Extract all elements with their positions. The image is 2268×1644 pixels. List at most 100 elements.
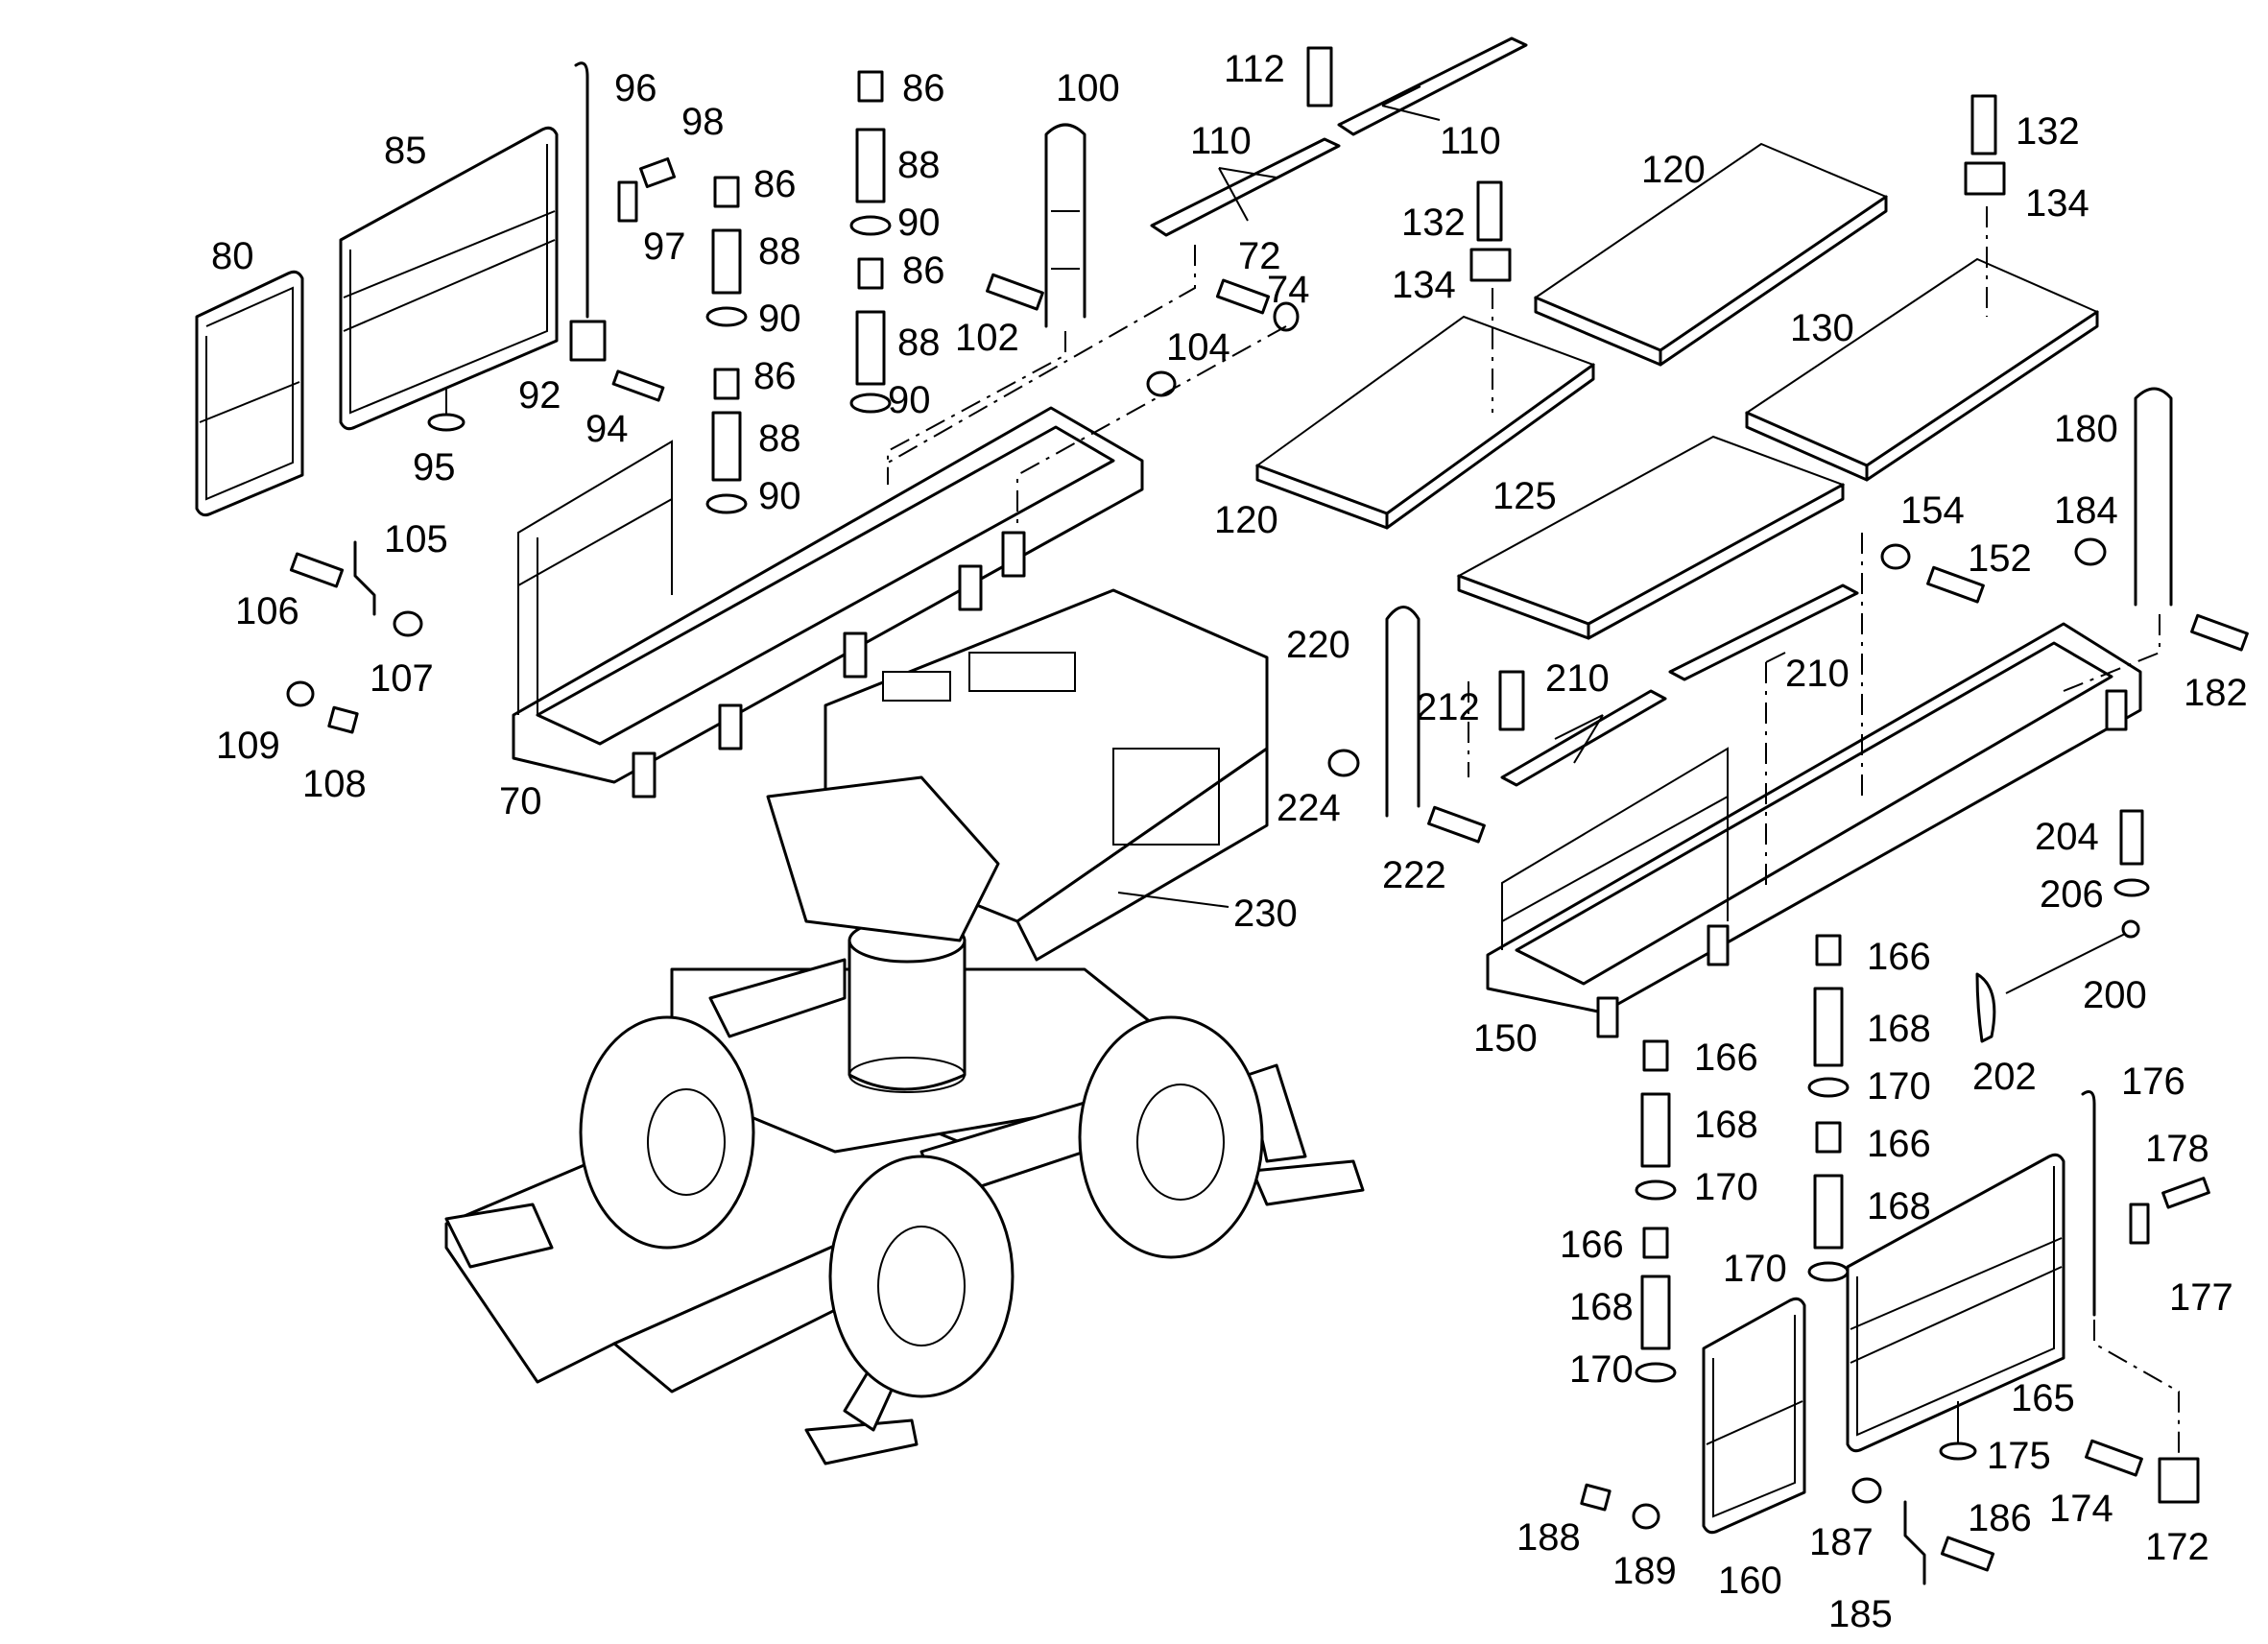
grating-120-upper xyxy=(1533,142,1889,367)
hardware-group-100-104 xyxy=(986,123,1300,397)
callout-125: 125 xyxy=(1492,475,1557,517)
callout-120: 120 xyxy=(1641,149,1706,191)
callout-177: 177 xyxy=(2169,1276,2233,1319)
callout-212: 212 xyxy=(1416,686,1480,728)
railing-160 xyxy=(1702,1297,1806,1535)
callout-180: 180 xyxy=(2054,408,2118,450)
callout-88: 88 xyxy=(897,144,941,186)
slewing-column xyxy=(848,917,967,1093)
callout-166: 166 xyxy=(1694,1036,1758,1079)
callout-labels: 70 72 74 80 85 86 88 90 86 88 90 86 88 9… xyxy=(211,48,2248,1635)
callout-72: 72 xyxy=(1238,235,1281,277)
callout-172: 172 xyxy=(2145,1526,2209,1568)
callout-90: 90 xyxy=(758,298,801,340)
callout-186: 186 xyxy=(1968,1497,2032,1539)
callout-184: 184 xyxy=(2054,489,2118,532)
callout-154: 154 xyxy=(1900,489,1965,532)
callout-74: 74 xyxy=(1267,269,1310,311)
hardware-group-185-189 xyxy=(1580,1477,1995,1585)
hardware-group-105-109 xyxy=(286,540,423,734)
platform-150 xyxy=(1486,622,2142,1038)
callout-188: 188 xyxy=(1516,1516,1581,1559)
callout-170: 170 xyxy=(1694,1166,1758,1208)
callout-204: 204 xyxy=(2035,816,2099,858)
callout-230: 230 xyxy=(1233,893,1298,935)
alignment-lines xyxy=(882,206,2180,1459)
callout-222: 222 xyxy=(1382,854,1446,896)
railing-165 xyxy=(1846,1153,2065,1461)
callout-88: 88 xyxy=(897,322,941,364)
grating-130 xyxy=(1744,257,2100,482)
callout-134: 134 xyxy=(2025,182,2089,225)
callout-90: 90 xyxy=(897,202,941,244)
callout-170: 170 xyxy=(1867,1065,1931,1108)
railing-80 xyxy=(195,270,304,517)
callout-168: 168 xyxy=(1867,1185,1931,1227)
callout-86: 86 xyxy=(902,250,945,292)
callout-160: 160 xyxy=(1718,1560,1782,1602)
callout-176: 176 xyxy=(2121,1060,2185,1103)
callout-90: 90 xyxy=(888,379,931,421)
callout-70: 70 xyxy=(499,780,542,822)
platform-70 xyxy=(512,406,1144,798)
callout-170: 170 xyxy=(1723,1248,1787,1290)
callout-92: 92 xyxy=(518,374,561,417)
hardware-group-152-184 xyxy=(1880,387,2249,652)
callout-86: 86 xyxy=(753,163,797,205)
callout-85: 85 xyxy=(384,130,427,172)
callout-166: 166 xyxy=(1867,936,1931,978)
callout-189: 189 xyxy=(1612,1550,1677,1592)
callout-90: 90 xyxy=(758,475,801,517)
callout-132: 132 xyxy=(2016,110,2080,153)
callout-166: 166 xyxy=(1867,1123,1931,1165)
callout-187: 187 xyxy=(1809,1521,1874,1563)
callout-120: 120 xyxy=(1214,499,1278,541)
callout-134: 134 xyxy=(1392,264,1456,306)
callout-170: 170 xyxy=(1569,1348,1634,1391)
callout-168: 168 xyxy=(1867,1008,1931,1050)
callout-130: 130 xyxy=(1790,307,1854,349)
callout-86: 86 xyxy=(753,355,797,397)
callout-106: 106 xyxy=(235,590,299,632)
callout-202: 202 xyxy=(1972,1056,2037,1098)
callout-206: 206 xyxy=(2040,873,2104,916)
callout-165: 165 xyxy=(2011,1377,2075,1419)
callout-150: 150 xyxy=(1473,1017,1538,1060)
callout-182: 182 xyxy=(2184,672,2248,714)
grating-125 xyxy=(1456,435,1846,640)
callout-88: 88 xyxy=(758,230,801,273)
callout-110: 110 xyxy=(1190,120,1252,162)
callout-107: 107 xyxy=(370,657,434,700)
callout-110: 110 xyxy=(1440,120,1501,162)
hardware-group-132-134 xyxy=(1469,94,2006,282)
callout-152: 152 xyxy=(1968,537,2032,580)
railing-85 xyxy=(339,126,559,431)
bars-110 xyxy=(1150,36,1528,237)
callout-174: 174 xyxy=(2049,1488,2113,1530)
callout-86: 86 xyxy=(902,67,945,109)
callout-88: 88 xyxy=(758,417,801,460)
callout-104: 104 xyxy=(1166,326,1230,369)
upper-carriage xyxy=(766,588,1269,962)
grating-120-lower xyxy=(1254,315,1596,530)
callout-210: 210 xyxy=(1785,653,1850,695)
callout-224: 224 xyxy=(1277,787,1341,829)
callout-178: 178 xyxy=(2145,1128,2209,1170)
hardware-group-172-178 xyxy=(2081,1090,2210,1504)
callout-168: 168 xyxy=(1694,1104,1758,1146)
callout-80: 80 xyxy=(211,235,254,277)
callout-175: 175 xyxy=(1987,1435,2051,1477)
stud-column-86-90 xyxy=(705,70,892,514)
stud-column-166-170 xyxy=(1635,934,1850,1383)
callout-168: 168 xyxy=(1569,1286,1634,1328)
callout-96: 96 xyxy=(614,67,657,109)
callout-98: 98 xyxy=(681,101,725,143)
callout-185: 185 xyxy=(1828,1593,1893,1635)
callout-166: 166 xyxy=(1560,1224,1624,1266)
bars-210 xyxy=(1498,584,1859,787)
callout-112: 112 xyxy=(1224,48,1285,90)
hardware-group-220-224 xyxy=(1327,606,1486,844)
callout-109: 109 xyxy=(216,725,280,767)
leader-lines xyxy=(1117,85,1786,908)
